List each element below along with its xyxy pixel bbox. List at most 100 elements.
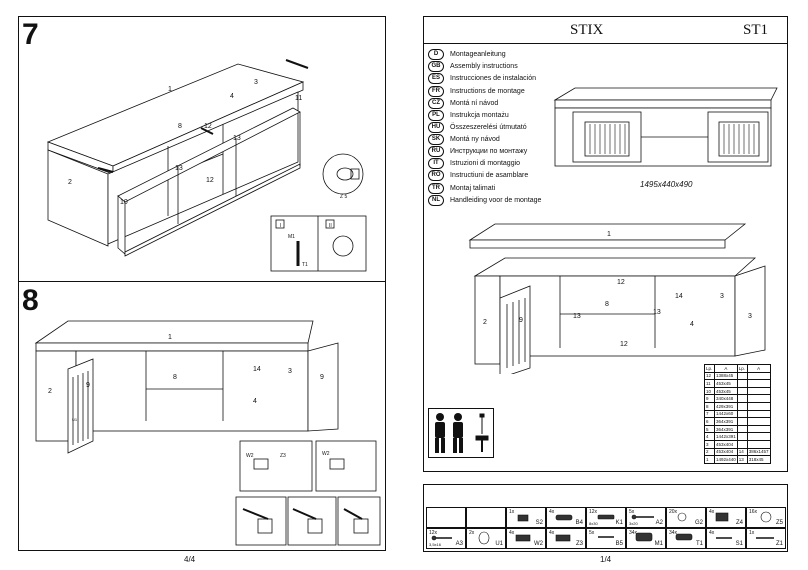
product-code: ST1 bbox=[743, 22, 769, 38]
two-people-icon bbox=[435, 413, 463, 453]
exploded-view: 1 2 3 3 4 8 9 12 12 13 13 14 bbox=[468, 223, 766, 374]
step7-label-13b: 13 bbox=[175, 165, 183, 172]
table-cell: 340x448 bbox=[714, 394, 738, 403]
table-cell: 8 bbox=[704, 401, 715, 411]
table-cell: 453x404 bbox=[714, 447, 738, 457]
step8-label-9a: 9 bbox=[86, 382, 90, 389]
hardware-item bbox=[426, 507, 466, 528]
table-cell: 13 bbox=[736, 455, 748, 464]
table-cell: 4 bbox=[704, 432, 715, 441]
table-cell bbox=[736, 417, 748, 426]
table-header-cell: A bbox=[746, 364, 771, 373]
table-cell: 14 bbox=[736, 447, 748, 457]
table-cell bbox=[736, 371, 748, 381]
step8-label-3: 3 bbox=[288, 368, 292, 375]
table-cell bbox=[736, 439, 748, 449]
table-cell: 453x45 bbox=[714, 386, 738, 396]
table-cell bbox=[746, 371, 771, 381]
table-header-cell: Lp. bbox=[704, 364, 715, 373]
step8-drawing: 1 2 3 4 8 9 9 14 W2 Z3 W2 U1 bbox=[34, 320, 381, 546]
screwdriver-hammer-icon bbox=[475, 413, 489, 452]
step7-label-3: 3 bbox=[254, 79, 258, 86]
hardware-icons bbox=[431, 511, 774, 545]
step8-label-z3: Z3 bbox=[280, 453, 286, 459]
table-cell: 364x391 bbox=[714, 424, 738, 434]
product-render bbox=[553, 87, 778, 167]
table-cell bbox=[746, 409, 771, 419]
step8-label-8: 8 bbox=[173, 374, 177, 381]
step8-label-4: 4 bbox=[253, 398, 257, 405]
table-cell: 1442x391 bbox=[714, 432, 738, 441]
exploded-label-13b: 13 bbox=[653, 309, 661, 316]
step8-number: 8 bbox=[22, 284, 39, 317]
table-cell bbox=[746, 417, 771, 426]
right-page-number: 1/4 bbox=[600, 555, 612, 564]
exploded-label-13a: 13 bbox=[573, 313, 581, 320]
table-cell bbox=[736, 401, 748, 411]
step8-label-u1: U1 bbox=[72, 417, 78, 422]
table-cell: 453x45 bbox=[714, 379, 738, 388]
table-cell bbox=[736, 409, 748, 419]
step8-label-14: 14 bbox=[253, 366, 261, 373]
step7-label-10: 10 bbox=[120, 199, 128, 206]
table-cell bbox=[746, 439, 771, 449]
table-cell bbox=[736, 386, 748, 396]
step8-label-9b: 9 bbox=[320, 374, 324, 381]
detail-label-i: I bbox=[280, 223, 281, 229]
table-cell: 1388x45 bbox=[714, 371, 738, 381]
step7-label-1: 1 bbox=[168, 86, 172, 93]
table-cell: 1 bbox=[704, 455, 715, 464]
step7-label-13a: 13 bbox=[233, 135, 241, 142]
exploded-label-12a: 12 bbox=[617, 279, 625, 286]
table-cell bbox=[736, 394, 748, 403]
table-cell: 6 bbox=[704, 417, 715, 426]
table-cell: 12 bbox=[704, 371, 715, 381]
table-cell: 5 bbox=[704, 424, 715, 434]
product-name: STIX bbox=[570, 22, 604, 38]
table-cell bbox=[736, 424, 748, 434]
table-cell bbox=[746, 394, 771, 403]
table-cell: 10 bbox=[704, 386, 715, 396]
exploded-label-3b: 3 bbox=[748, 313, 752, 320]
step7-label-8: 8 bbox=[178, 123, 182, 130]
detail-label-t1: T1 bbox=[302, 262, 308, 268]
table-cell: 9 bbox=[704, 394, 715, 403]
step7-label-2: 2 bbox=[68, 179, 72, 186]
table-cell: 318x45 bbox=[746, 455, 771, 464]
left-page-number: 4/4 bbox=[184, 555, 196, 564]
table-cell bbox=[746, 432, 771, 441]
exploded-label-3a: 3 bbox=[720, 293, 724, 300]
table-header-cell: Lp. bbox=[736, 364, 748, 373]
table-cell: 2 bbox=[704, 447, 715, 457]
table-header-cell: A bbox=[714, 364, 738, 373]
exploded-label-12b: 12 bbox=[620, 341, 628, 348]
table-cell: 429x391 bbox=[714, 401, 738, 411]
